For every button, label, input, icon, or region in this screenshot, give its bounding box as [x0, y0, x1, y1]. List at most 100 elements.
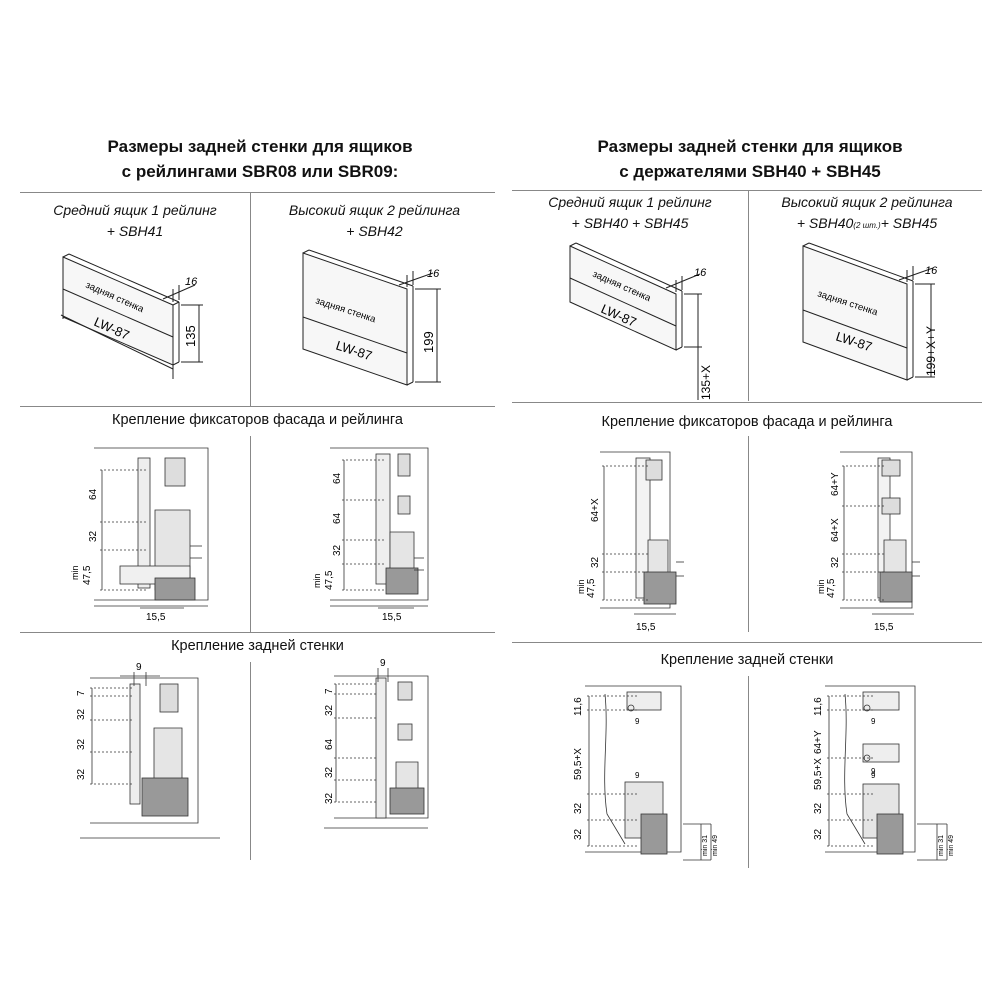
- left-section-facade: Крепление фиксаторов фасада и рейлинга: [112, 412, 403, 428]
- right-facade-high-dim-32: 32: [830, 556, 841, 568]
- right-col1-line2: + SBH40 + SBH45: [571, 215, 689, 231]
- right-back-mid-dim-116: 11,6: [573, 697, 584, 716]
- left-col1-line1: Средний ящик 1 рейлинг: [53, 202, 217, 218]
- right-section-back: Крепление задней стенки: [660, 652, 834, 668]
- right-back-high-dim-32a: 32: [813, 802, 824, 814]
- left-divider-lower: [20, 632, 495, 633]
- left-facade-high-dim-min: min: [312, 573, 322, 588]
- left-facade-mid-dim-155: 15,5: [146, 612, 166, 623]
- left-facade-high-dim-64a: 64: [332, 472, 343, 484]
- right-col1-header: Средний ящик 1 рейлинг + SBH40 + SBH45: [512, 192, 748, 234]
- right-back-high-dim-min49: min 49: [948, 835, 955, 856]
- right-column-divider-3: [748, 676, 749, 868]
- right-back-high-dim-9b: 9: [871, 767, 876, 776]
- right-facade-mid-dim-min: min: [576, 579, 586, 594]
- right-facade-high-dim-64y: 64+Y: [830, 472, 841, 496]
- right-mid-height: 135+X: [699, 365, 713, 400]
- left-facade-high-dim-64b: 64: [332, 512, 343, 524]
- left-divider-top: [20, 192, 495, 193]
- left-title: Размеры задней стенки для ящиков с рейли…: [40, 134, 480, 184]
- left-back-mid-dim-32c: 32: [76, 768, 87, 780]
- left-panel-high-drawing: задняя стенка LW-87 16 199: [302, 249, 441, 386]
- right-back-high-dim-min31: min 31: [938, 835, 945, 856]
- right-facade-high-dim-475: 47,5: [826, 578, 837, 598]
- left-column-divider-3: [250, 662, 251, 860]
- left-title-line1: Размеры задней стенки для ящиков: [107, 137, 413, 156]
- right-back-high-dim-595x: 59,5+X: [813, 758, 824, 790]
- right-col2-line2-part-a: + SBH40: [796, 215, 854, 231]
- right-column-divider-1: [748, 191, 749, 401]
- right-col2-line2: + SBH40(2 шт.)+ SBH45: [752, 213, 982, 236]
- right-col1-line1: Средний ящик 1 рейлинг: [548, 194, 712, 210]
- left-facade-high-dim-155: 15,5: [382, 612, 402, 623]
- left-back-high-drawing: 9 7 32 64 32 32: [324, 658, 429, 829]
- left-facade-mid-dim-min: min: [70, 565, 80, 580]
- left-col1-header: Средний ящик 1 рейлинг + SBH41: [20, 200, 250, 242]
- left-column-divider-1: [250, 193, 251, 406]
- right-back-mid-dim-9a: 9: [635, 717, 640, 726]
- right-facade-mid-dim-32: 32: [590, 556, 601, 568]
- left-back-high-dim-7: 7: [324, 688, 335, 694]
- left-facade-high-dim-475: 47,5: [324, 570, 335, 590]
- right-back-mid-dim-min49: min 49: [712, 835, 719, 856]
- right-back-high-dim-9c: 9: [871, 771, 876, 780]
- right-back-high-drawing: 11,6 64+Y 59,5+X 32 32 9 9 9 min 31 min …: [813, 685, 955, 861]
- left-facade-mid-dim-32: 32: [88, 530, 99, 542]
- left-facade-mid-drawing: 64 32 min 47,5 15,5: [70, 447, 209, 623]
- left-back-high-dim-9: 9: [380, 658, 386, 669]
- left-back-mid-dim-9: 9: [136, 662, 142, 673]
- right-facade-high-drawing: 64+Y 64+X 32 min 47,5 15,5: [816, 451, 920, 633]
- left-back-mid-dim-32b: 32: [76, 738, 87, 750]
- left-panel-mid-drawing: задняя стенка LW-87 16 135: [60, 253, 203, 379]
- left-col2-line2: + SBH42: [346, 223, 403, 239]
- left-back-high-dim-32b: 32: [324, 766, 335, 778]
- right-back-mid-dim-595x: 59,5+X: [573, 748, 584, 780]
- right-back-high-dim-64y: 64+Y: [813, 730, 824, 754]
- left-divider-middle: [20, 406, 495, 407]
- left-back-mid-dim-32a: 32: [76, 708, 87, 720]
- right-back-mid-dim-min31: min 31: [702, 835, 709, 856]
- right-facade-mid-dim-155: 15,5: [636, 622, 656, 633]
- left-column-divider-2: [250, 436, 251, 632]
- left-high-height: 199: [421, 331, 436, 353]
- right-facade-high-dim-min: min: [816, 579, 826, 594]
- left-back-high-dim-64: 64: [324, 738, 335, 750]
- left-back-high-dim-32a: 32: [324, 704, 335, 716]
- right-back-mid-dim-32a: 32: [573, 802, 584, 814]
- right-col2-line1: Высокий ящик 2 рейлинга: [781, 194, 953, 210]
- left-section-back: Крепление задней стенки: [171, 638, 344, 654]
- left-facade-mid-dim-64: 64: [88, 488, 99, 500]
- right-facade-high-dim-155: 15,5: [874, 622, 894, 633]
- right-title: Размеры задней стенки для ящиков с держа…: [530, 134, 970, 184]
- right-title-line2: с держателями SBH40 + SBH45: [619, 162, 881, 181]
- right-back-high-dim-32b: 32: [813, 828, 824, 840]
- left-mid-height: 135: [183, 325, 198, 347]
- right-section-facade: Крепление фиксаторов фасада и рейлинга: [601, 414, 893, 430]
- right-back-high-dim-116: 11,6: [813, 697, 824, 716]
- right-back-high-dim-9a: 9: [871, 717, 876, 726]
- left-mid-thickness: 16: [185, 276, 198, 288]
- right-divider-lower: [512, 642, 982, 643]
- left-back-mid-dim-7: 7: [76, 690, 87, 696]
- left-facade-high-drawing: 64 64 32 min 47,5 15,5: [312, 447, 429, 623]
- right-facade-mid-dim-475: 47,5: [586, 578, 597, 598]
- left-title-line2: с рейлингами SBR08 или SBR09:: [121, 162, 399, 181]
- right-high-thickness: 16: [925, 265, 938, 277]
- right-panel-mid-drawing: задняя стенка LW-87 16 135+X: [569, 242, 713, 400]
- right-back-mid-drawing: 11,6 59,5+X 32 32 9 9 min 31 min 49: [573, 685, 719, 861]
- left-col2-header: Высокий ящик 2 рейлинга + SBH42: [252, 200, 497, 242]
- right-mid-thickness: 16: [694, 267, 707, 279]
- left-facade-mid-dim-475: 47,5: [82, 565, 93, 585]
- right-facade-mid-drawing: 64+X 32 min 47,5 15,5: [576, 451, 684, 633]
- right-col2-line2-part-b: (2 шт.): [853, 221, 881, 230]
- left-facade-high-dim-32: 32: [332, 544, 343, 556]
- right-high-height: 199+X+Y: [924, 326, 938, 376]
- right-column-divider-2: [748, 436, 749, 632]
- right-back-mid-dim-32b: 32: [573, 828, 584, 840]
- left-col2-line1: Высокий ящик 2 рейлинга: [288, 202, 461, 218]
- right-divider-top: [512, 190, 982, 191]
- right-facade-high-dim-64x: 64+X: [830, 518, 841, 542]
- left-back-high-dim-32c: 32: [324, 792, 335, 804]
- right-facade-mid-dim-64x: 64+X: [590, 498, 601, 522]
- right-col2-line2-part-c: + SBH45: [880, 215, 938, 231]
